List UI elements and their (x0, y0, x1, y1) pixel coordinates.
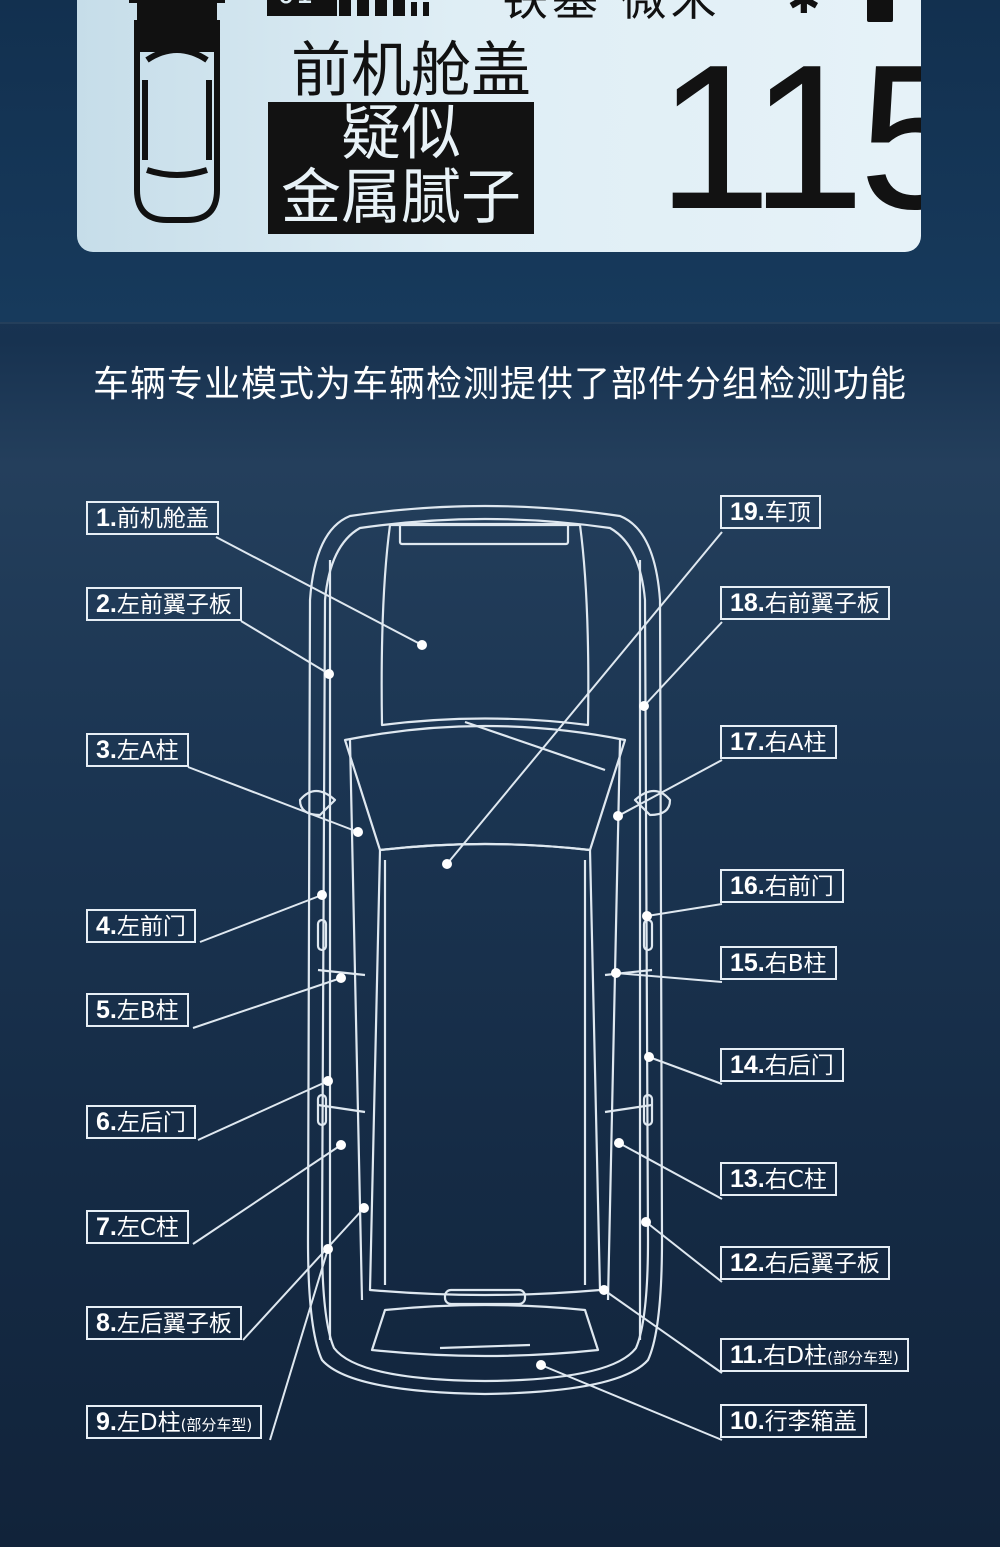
thickness-reading: 115 (657, 22, 921, 252)
label-part-5: 5.左B柱 (86, 993, 189, 1027)
result-line-1: 疑似 (341, 99, 461, 169)
channel-number: 01 (267, 0, 337, 16)
label-part-3: 3.左A柱 (86, 733, 189, 767)
label-part-14: 14.右后门 (720, 1048, 844, 1082)
label-part-16: 16.右前门 (720, 869, 844, 903)
material-unit-text: 铁基 微米 (502, 0, 721, 24)
label-part-7: 7.左C柱 (86, 1210, 189, 1244)
label-part-10: 10.行李箱盖 (720, 1404, 867, 1438)
lcd-screen: 01 铁基 微米 ✱ 前机舱盖 疑似 金属腻子 115 (77, 0, 921, 252)
label-part-15: 15.右B柱 (720, 946, 837, 980)
label-part-2: 2.左前翼子板 (86, 587, 242, 621)
label-part-13: 13.右C柱 (720, 1162, 837, 1196)
label-part-1: 1.前机舱盖 (86, 501, 219, 535)
section-divider (0, 322, 1000, 324)
label-part-6: 6.左后门 (86, 1105, 196, 1139)
label-part-11: 11.右D柱(部分车型) (720, 1338, 909, 1372)
result-line-2: 金属腻子 (281, 163, 521, 233)
signal-bars-icon (339, 0, 429, 16)
bluetooth-icon: ✱ (787, 0, 821, 23)
device-display-section: 01 铁基 微米 ✱ 前机舱盖 疑似 金属腻子 115 (0, 0, 1000, 322)
label-part-12: 12.右后翼子板 (720, 1246, 890, 1280)
label-part-17: 17.右A柱 (720, 725, 837, 759)
label-part-19: 19.车顶 (720, 495, 821, 529)
label-part-8: 8.左后翼子板 (86, 1306, 242, 1340)
label-part-18: 18.右前翼子板 (720, 586, 890, 620)
label-part-4: 4.左前门 (86, 909, 196, 943)
battery-icon (867, 0, 893, 22)
label-part-9: 9.左D柱(部分车型) (86, 1405, 263, 1439)
headline: 车辆专业模式为车辆检测提供了部件分组检测功能 (92, 364, 907, 405)
car-outline-icon (129, 0, 225, 223)
result-box: 疑似 金属腻子 (268, 102, 534, 234)
part-name: 前机舱盖 (291, 36, 531, 106)
